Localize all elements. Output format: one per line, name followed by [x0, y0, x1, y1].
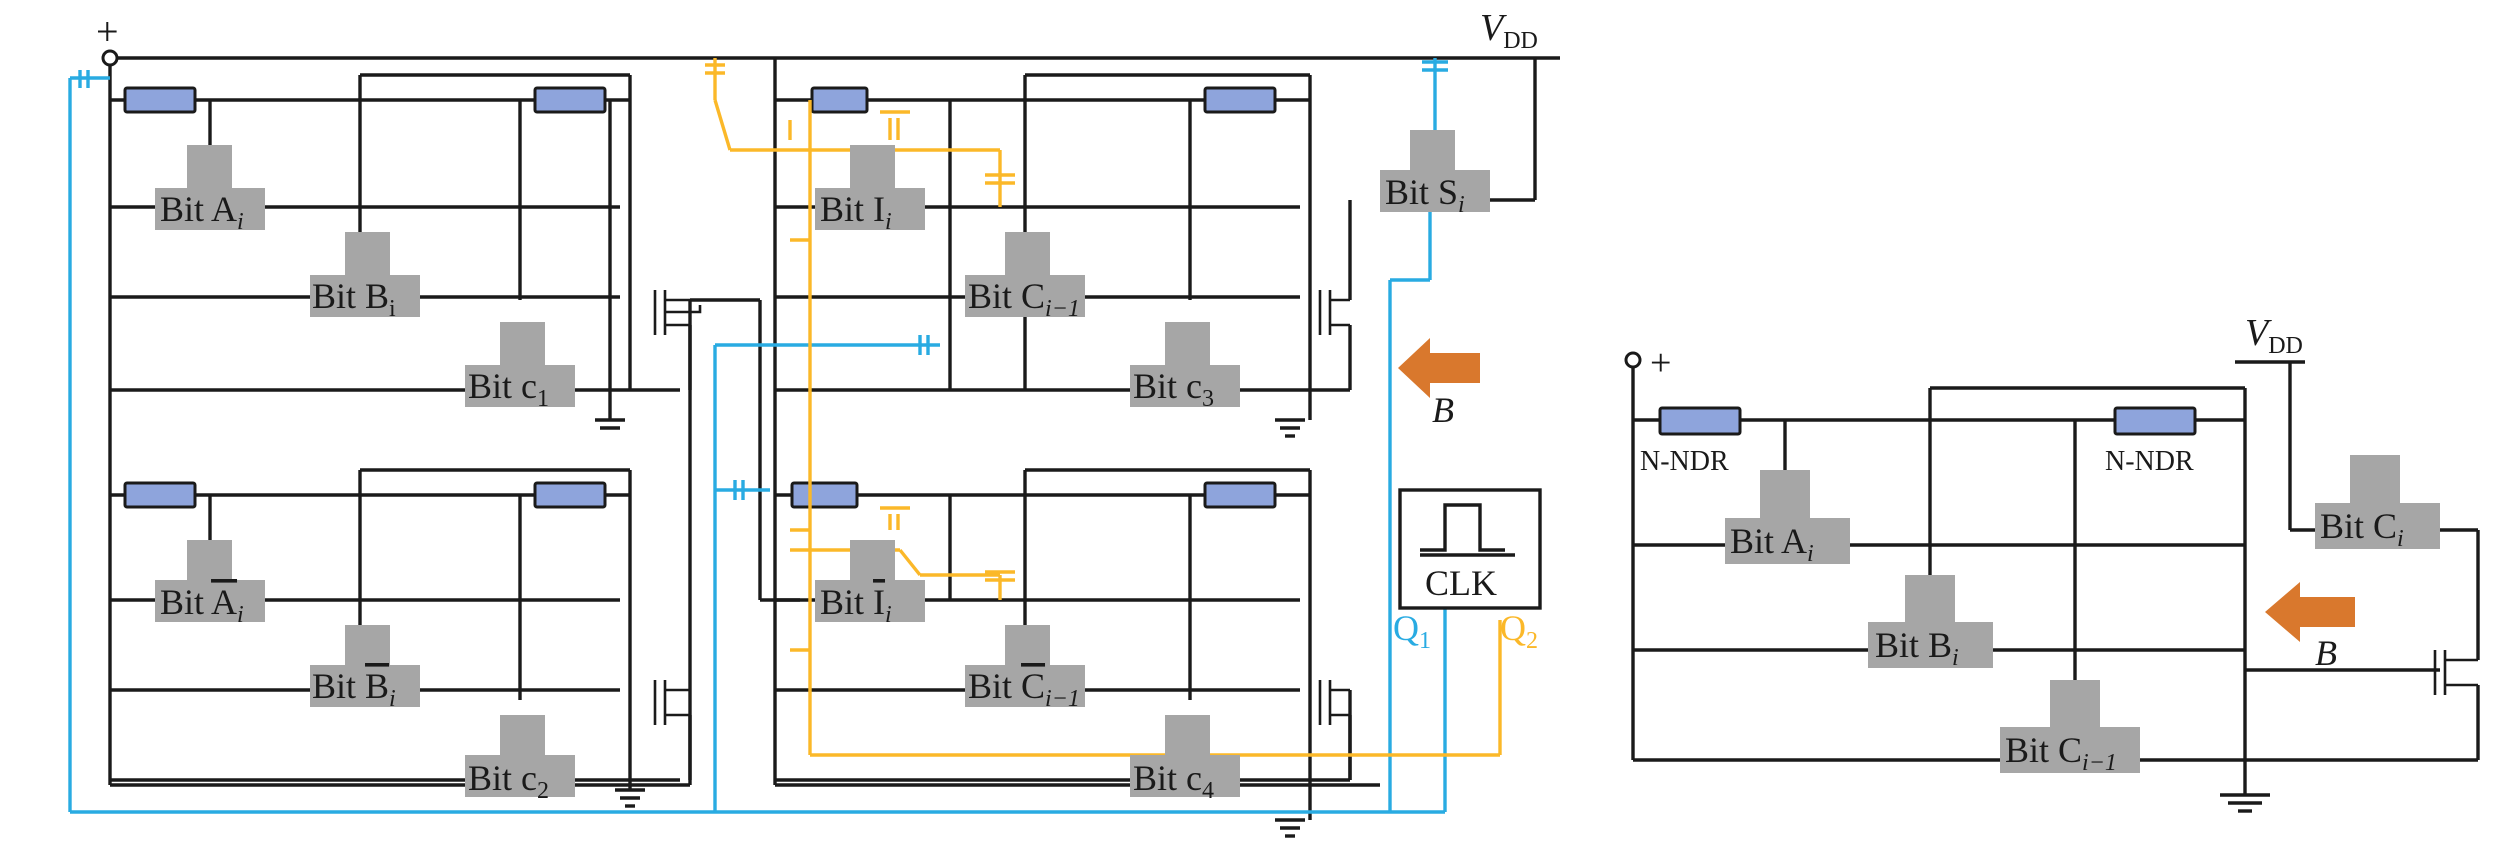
- cell-bit-i: Bit Ii: [815, 145, 925, 235]
- svg-text:Bit Ci−1: Bit Ci−1: [968, 276, 1080, 322]
- block-bottom-middle: [775, 468, 1350, 838]
- right-cell-bit-c-im1: Bit Ci−1: [2000, 680, 2140, 776]
- svg-text:Bit Ai: Bit Ai: [1730, 521, 1814, 567]
- right-circuit: + VDD: [1624, 312, 2480, 813]
- output-transistors: [653, 200, 1352, 780]
- trunk-wires: [108, 58, 1380, 787]
- right-cell-bit-c: Bit Ci: [2315, 455, 2440, 552]
- left-circuit: + VDD: [68, 7, 1560, 838]
- svg-text:Bit Bi: Bit Bi: [312, 276, 396, 322]
- svg-text:Bit Bi: Bit Bi: [1875, 625, 1959, 671]
- right-field-label: B: [2315, 633, 2337, 673]
- right-cell-bit-a: Bit Ai: [1725, 470, 1850, 567]
- left-supply-plus: +: [96, 9, 119, 54]
- right-ndr-left: N-NDR: [1640, 406, 1742, 477]
- block-top-left: [110, 73, 680, 430]
- left-field-arrow: B: [1398, 338, 1480, 430]
- left-vdd-label: VDD: [1480, 7, 1538, 54]
- svg-text:N-NDR: N-NDR: [2105, 446, 2194, 477]
- svg-text:Bit Si: Bit Si: [1385, 172, 1465, 218]
- block-bottom-left: [110, 468, 680, 808]
- svg-text:Bit c1: Bit c1: [468, 366, 549, 412]
- q2-line: [705, 58, 1502, 757]
- svg-text:Bit c2: Bit c2: [468, 758, 549, 804]
- vdd-rail: [117, 56, 1560, 202]
- q1-label: Q1: [1393, 608, 1431, 654]
- cell-bit-c4: Bit c4: [1130, 715, 1240, 804]
- cell-bit-a: Bit Ai: [155, 145, 265, 235]
- svg-text:Bit Ai: Bit Ai: [160, 582, 244, 628]
- svg-text:Bit Ai: Bit Ai: [160, 189, 244, 235]
- cell-bit-c3: Bit c3: [1130, 322, 1240, 412]
- q2-label: Q2: [1500, 608, 1538, 654]
- right-supply-plus: +: [1650, 342, 1671, 384]
- svg-text:Bit Ci−1: Bit Ci−1: [968, 666, 1080, 712]
- q1-line: [68, 58, 1448, 814]
- cell-bit-c2: Bit c2: [465, 715, 575, 804]
- clock-label: CLK: [1425, 563, 1497, 603]
- block-top-middle: [775, 73, 1350, 438]
- cell-bit-c-im1-bar: Bit Ci−1: [965, 625, 1085, 712]
- left-field-label: B: [1432, 390, 1454, 430]
- right-field-arrow: B: [2265, 582, 2355, 673]
- cell-bit-i-bar: Bit Ii: [815, 540, 925, 628]
- svg-text:Bit Ci: Bit Ci: [2320, 506, 2404, 552]
- clock-generator: CLK Q1 Q2: [1393, 488, 1542, 654]
- svg-text:Bit Ii: Bit Ii: [820, 582, 892, 628]
- cell-bit-b: Bit Bi: [310, 232, 420, 322]
- right-cell-bit-b: Bit Bi: [1868, 575, 1993, 671]
- cell-bit-c1: Bit c1: [465, 322, 575, 412]
- svg-text:Bit Ci−1: Bit Ci−1: [2005, 730, 2117, 776]
- svg-text:Bit c4: Bit c4: [1133, 758, 1214, 804]
- svg-text:Bit c3: Bit c3: [1133, 366, 1214, 412]
- svg-text:Bit Bi: Bit Bi: [312, 666, 396, 712]
- right-vdd-label: VDD: [2245, 312, 2303, 359]
- svg-text:N-NDR: N-NDR: [1640, 446, 1729, 477]
- cell-bit-a-bar: Bit Ai: [155, 540, 265, 628]
- right-supply-terminal: [1624, 351, 1642, 369]
- cell-bit-s: Bit Si: [1380, 130, 1490, 218]
- right-ndr-right: N-NDR: [2105, 406, 2197, 477]
- left-supply-terminal: [101, 49, 119, 67]
- svg-text:Bit Ii: Bit Ii: [820, 189, 892, 235]
- cell-bit-c-im1: Bit Ci−1: [965, 232, 1085, 322]
- cell-bit-b-bar: Bit Bi: [310, 625, 420, 712]
